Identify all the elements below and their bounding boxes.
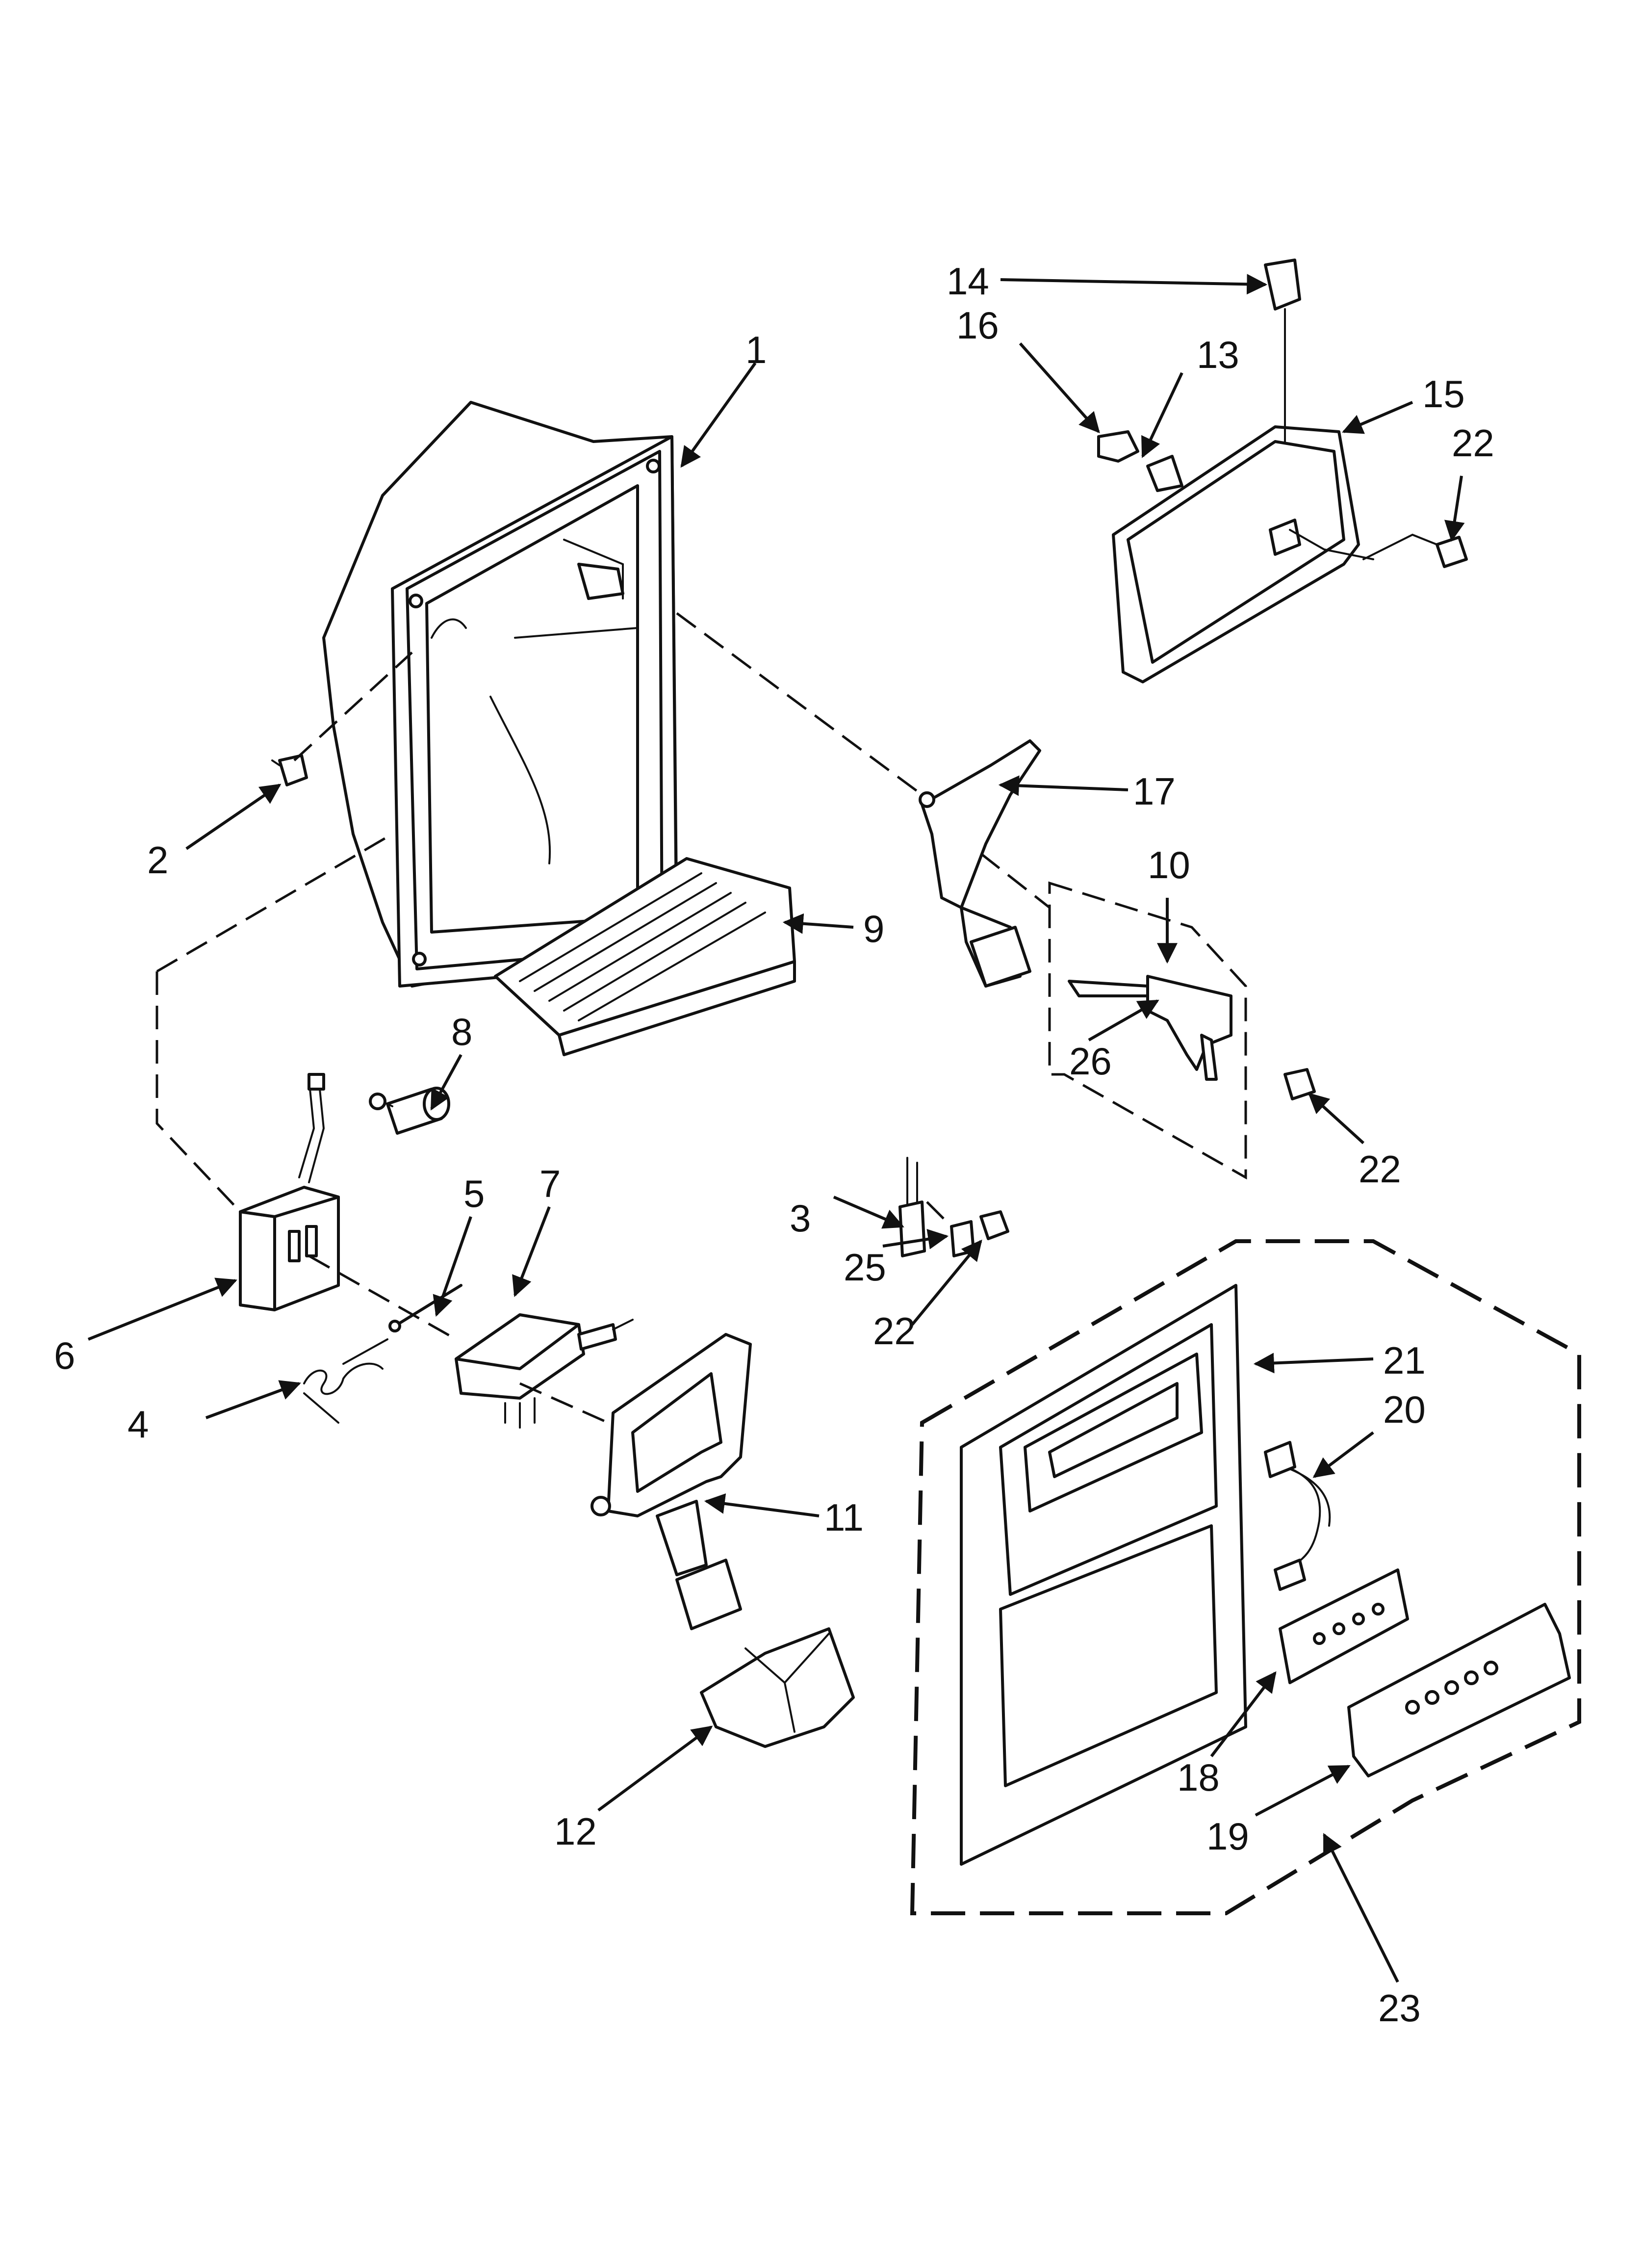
part-22-screw-c (979, 1210, 1009, 1240)
callout-3: 3 (790, 1197, 811, 1240)
part-6-solenoid-block (239, 1073, 340, 1311)
callout-labels: 1 2 3 4 5 6 7 8 9 10 11 12 13 14 15 16 1… (54, 260, 1494, 2030)
callout-14: 14 (947, 260, 989, 303)
part-11-ice-lever (590, 1333, 752, 1630)
part-17-water-lever (919, 739, 1041, 988)
part-10-switch-assembly (1048, 881, 1247, 1180)
callout-17: 17 (1133, 770, 1176, 813)
part-7-actuator (455, 1313, 634, 1429)
callout-2: 2 (147, 838, 168, 882)
callout-9: 9 (863, 907, 884, 950)
part-22-screw-a (1436, 536, 1468, 568)
callout-10: 10 (1148, 843, 1190, 886)
part-16-bulb (1097, 430, 1139, 463)
callout-5: 5 (463, 1172, 485, 1215)
callout-21: 21 (1383, 1339, 1426, 1382)
callout-19: 19 (1206, 1815, 1249, 1858)
alignment-lines (155, 612, 1051, 1424)
part-20-wire-harness (1264, 1441, 1331, 1591)
callout-26: 26 (1069, 1040, 1112, 1083)
part-5-pin (388, 1284, 462, 1332)
part-18-control-board (1279, 1568, 1409, 1684)
part-22-screw-b (1283, 1068, 1316, 1100)
callout-15: 15 (1422, 372, 1465, 416)
callout-16: 16 (956, 304, 999, 347)
callout-13: 13 (1197, 333, 1239, 376)
part-19-control-overlay (1347, 1603, 1571, 1777)
leader-lines (87, 274, 1465, 1983)
part-4-spring (303, 1338, 388, 1424)
callout-6: 6 (54, 1334, 75, 1377)
callout-1: 1 (745, 328, 767, 371)
part-21-panel (960, 1284, 1247, 1866)
callout-25: 25 (844, 1246, 886, 1289)
callout-18: 18 (1177, 1756, 1220, 1799)
callout-23: 23 (1378, 1986, 1421, 2030)
part-9-drip-tray (494, 857, 796, 1056)
callout-11: 11 (824, 1496, 864, 1539)
callout-12: 12 (554, 1810, 597, 1853)
callout-22a: 22 (1452, 421, 1494, 465)
callout-8: 8 (451, 1010, 472, 1053)
part-12-ice-deflector (700, 1627, 855, 1748)
part-13-socket (1146, 455, 1183, 492)
part-23-frame (910, 1239, 1581, 1915)
callout-4: 4 (128, 1403, 149, 1446)
callout-22c: 22 (873, 1309, 916, 1353)
callout-7: 7 (539, 1162, 561, 1205)
part-25-insulator (950, 1220, 975, 1257)
part-15-light-housing (1112, 425, 1438, 683)
part-2-screw (271, 754, 308, 786)
callout-20: 20 (1383, 1388, 1426, 1431)
part-8-switch (369, 1087, 450, 1135)
part-1-housing (322, 401, 678, 988)
callout-22b: 22 (1359, 1147, 1401, 1191)
part-14-light-switch (1264, 259, 1301, 443)
